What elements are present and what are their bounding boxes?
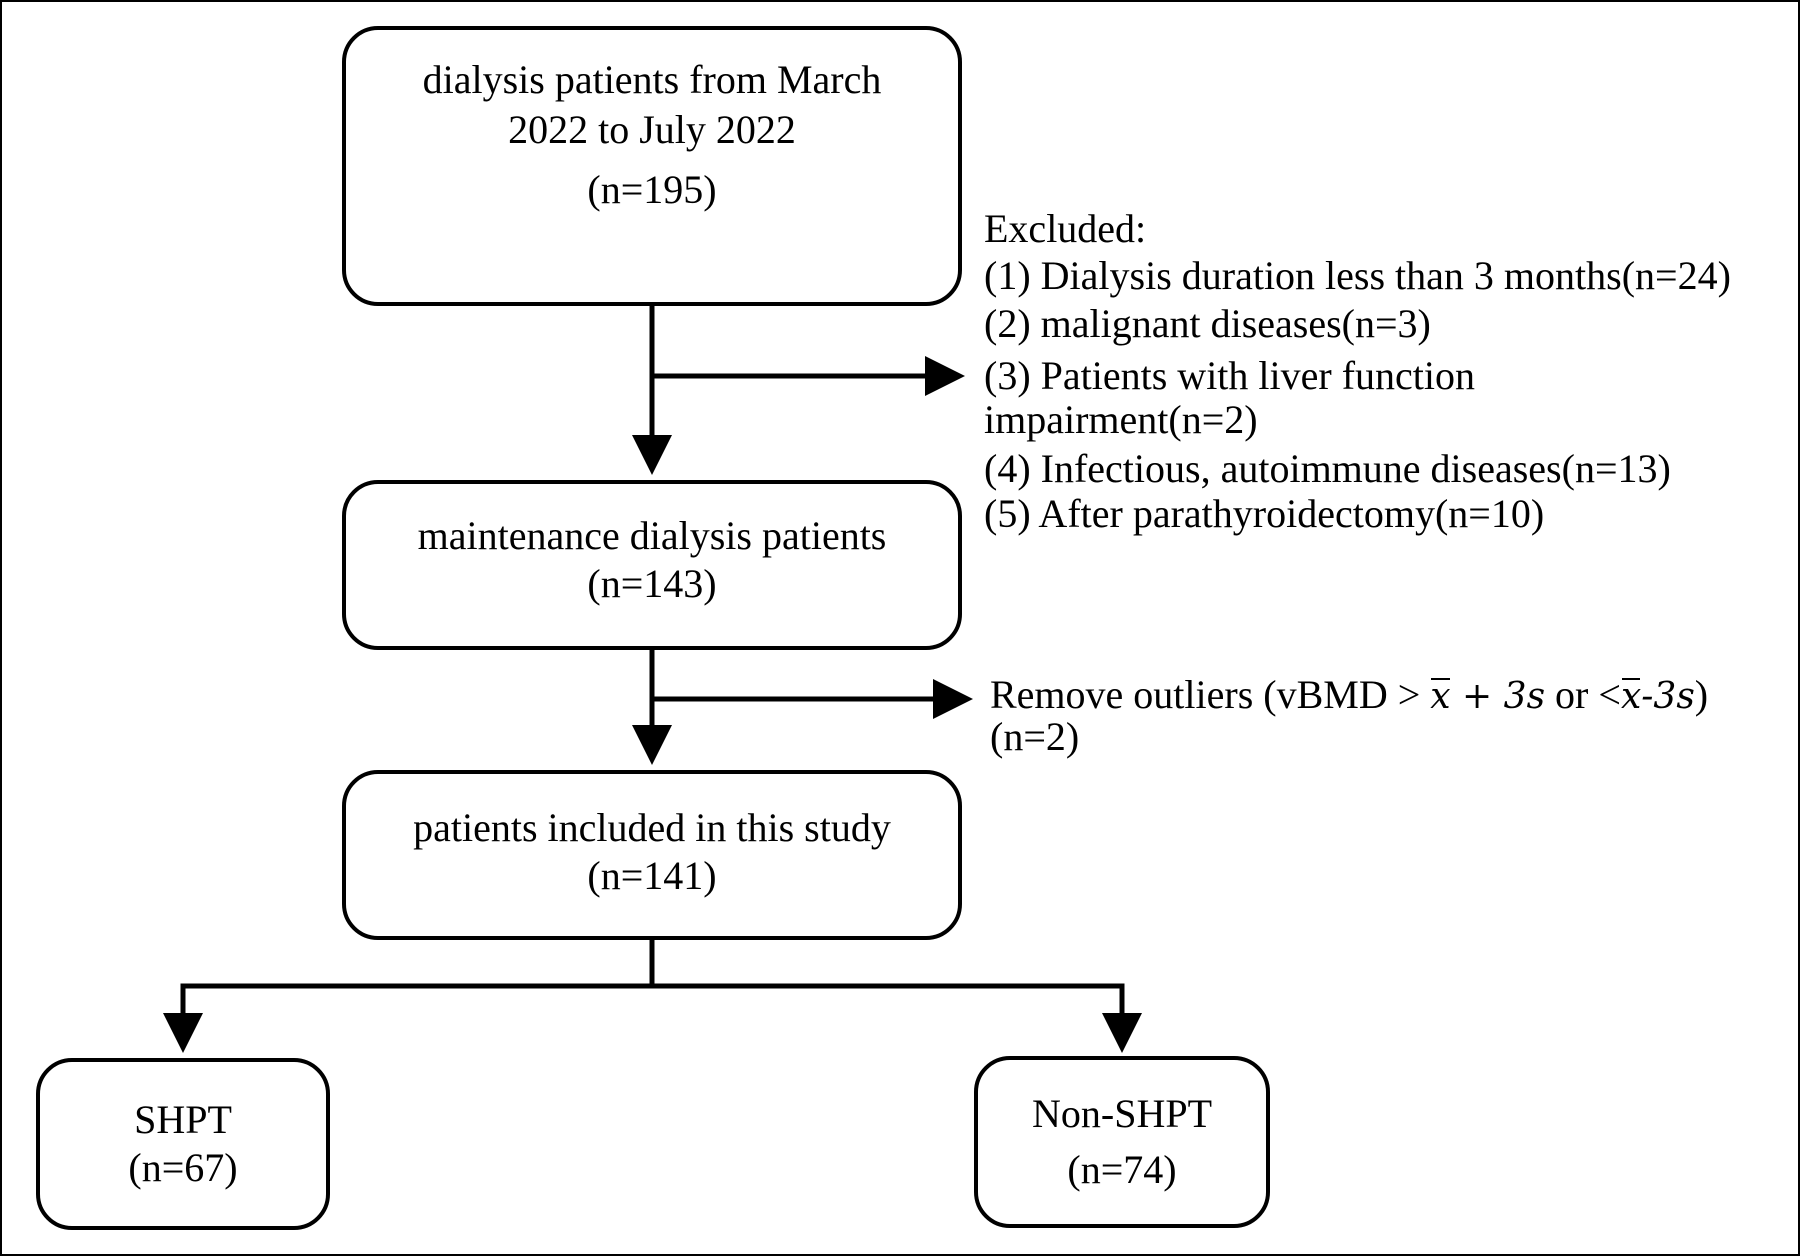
minus-3s: -3s xyxy=(1641,676,1695,717)
exclusion-item-4: (4) Infectious, autoimmune diseases(n=13… xyxy=(984,446,1671,491)
mean-symbol-2: x xyxy=(1621,674,1641,720)
shpt-box-count: (n=67) xyxy=(128,1145,238,1190)
mean-symbol-1: x xyxy=(1430,674,1450,720)
start-box-line2: 2022 to July 2022 xyxy=(508,107,796,152)
non-shpt-box-count: (n=74) xyxy=(1067,1147,1177,1192)
included-box-label: patients included in this study xyxy=(413,805,891,850)
maintenance-box-label: maintenance dialysis patients xyxy=(417,513,887,558)
outlier-count: (n=2) xyxy=(990,714,1080,759)
mean-x-2: x xyxy=(1620,676,1642,717)
overbar-2 xyxy=(1621,678,1641,680)
shpt-box-label: SHPT xyxy=(134,1097,232,1142)
outlier-criterion: Remove outliers (vBMD > x + 3s or < x -3… xyxy=(990,672,1708,720)
exclusion-item-1: (1) Dialysis duration less than 3 months… xyxy=(984,253,1731,298)
included-box-count: (n=141) xyxy=(587,853,717,898)
shpt-group-box: SHPT (n=67) xyxy=(36,1058,330,1230)
start-box-count: (n=195) xyxy=(587,167,717,212)
non-shpt-box-label: Non-SHPT xyxy=(1031,1091,1213,1136)
outlier-suffix: ) xyxy=(1694,672,1709,717)
exclusion-item-5: (5) After parathyroidectomy(n=10) xyxy=(984,491,1545,536)
split-line xyxy=(180,983,1125,1046)
outlier-or: or < xyxy=(1545,672,1621,717)
start-population-box: dialysis patients from March 2022 to Jul… xyxy=(342,26,962,306)
non-shpt-group-box: Non-SHPT (n=74) xyxy=(974,1056,1270,1228)
plus-3s: + 3s xyxy=(1450,676,1546,717)
outlier-prefix: Remove outliers (vBMD > xyxy=(990,672,1421,717)
exclusions-title: Excluded: xyxy=(984,206,1147,251)
start-box-line1: dialysis patients from March xyxy=(422,57,882,102)
exclusion-item-3: (3) Patients with liver function xyxy=(984,353,1476,398)
exclusion-item-2: (2) malignant diseases(n=3) xyxy=(984,301,1431,346)
maintenance-box-count: (n=143) xyxy=(587,561,717,606)
maintenance-patients-box: maintenance dialysis patients (n=143) xyxy=(342,480,962,650)
overbar-1 xyxy=(1431,678,1450,680)
included-patients-box: patients included in this study (n=141) xyxy=(342,770,962,940)
exclusion-item-3-cont: impairment(n=2) xyxy=(984,397,1258,442)
mean-x-1: x xyxy=(1430,676,1451,717)
